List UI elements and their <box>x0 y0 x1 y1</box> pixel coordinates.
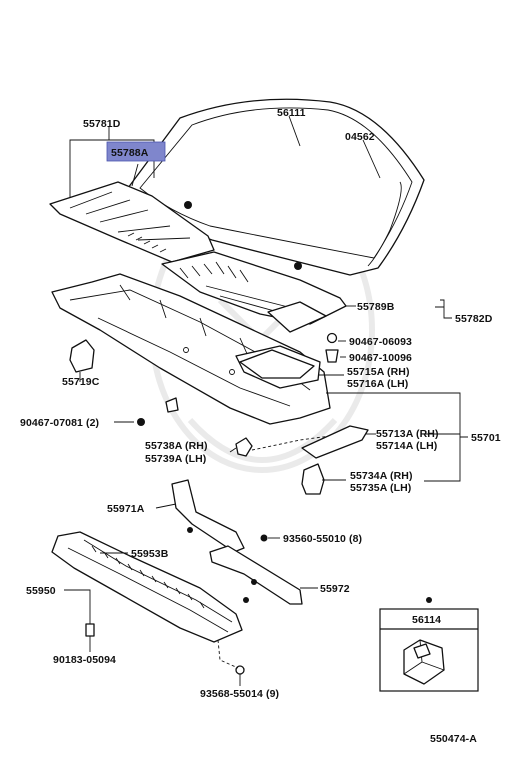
leader-lines <box>64 115 468 686</box>
label-55971A[interactable]: 55971A <box>107 503 145 515</box>
cowl-side-bracket[interactable] <box>239 349 315 379</box>
label-90467-10096[interactable]: 90467-10096 <box>349 352 412 364</box>
label-55714A[interactable]: 55714A (LH) <box>376 440 437 452</box>
label-55953B[interactable]: 55953B <box>131 548 169 560</box>
label-90183-05094[interactable]: 90183-05094 <box>53 654 116 666</box>
label-55701[interactable]: 55701 <box>471 432 501 444</box>
clip-56114-illustration[interactable] <box>403 639 445 685</box>
cowl-louver-left[interactable] <box>49 181 215 263</box>
windshield-weatherstrip[interactable] <box>367 181 402 267</box>
figure-number: 550474-A <box>430 733 477 745</box>
label-55716A[interactable]: 55716A (LH) <box>347 378 408 390</box>
label-55789B[interactable]: 55789B <box>357 301 395 313</box>
cowl-louver-right[interactable] <box>161 251 347 333</box>
label-56111[interactable]: 56111 <box>277 107 306 119</box>
label-90467-07081[interactable]: 90467-07081 (2) <box>20 417 99 429</box>
screw-93560-55010[interactable] <box>251 534 268 586</box>
label-55972[interactable]: 55972 <box>320 583 350 595</box>
clip-90467-10096[interactable] <box>325 349 339 363</box>
label-55788A[interactable]: 55788A <box>111 147 149 159</box>
label-55781D[interactable]: 55781D <box>83 118 121 130</box>
clip-90467-07081[interactable] <box>137 397 179 426</box>
label-04562[interactable]: 04562 <box>345 131 375 143</box>
highlight-55788A <box>106 141 166 162</box>
part-labels: 55781D 55788A 56111 04562 55789B 55782D … <box>20 107 501 745</box>
label-55739A[interactable]: 55739A (LH) <box>145 453 206 465</box>
label-56114[interactable]: 56114 <box>412 614 441 626</box>
label-55735A[interactable]: 55735A (LH) <box>350 482 411 494</box>
cowl-brace-55713A[interactable] <box>301 425 369 459</box>
label-55738A[interactable]: 55738A (RH) <box>145 440 208 452</box>
cowl-clip-55719C[interactable] <box>69 339 95 373</box>
clip-90183-05094[interactable] <box>85 623 95 637</box>
cowl-bracket-55734A[interactable] <box>301 463 325 495</box>
label-55713A[interactable]: 55713A (RH) <box>376 428 439 440</box>
cowl-front-bracket-55971A[interactable] <box>171 479 245 553</box>
label-93568-55014[interactable]: 93568-55014 (9) <box>200 688 279 700</box>
label-93560-55010[interactable]: 93560-55010 (8) <box>283 533 362 545</box>
label-90467-06093[interactable]: 90467-06093 <box>349 336 412 348</box>
label-55782D[interactable]: 55782D <box>455 313 493 325</box>
label-55719C[interactable]: 55719C <box>62 376 100 388</box>
cowl-bracket-55972[interactable] <box>209 545 303 605</box>
cowl-clip-55738A[interactable] <box>235 437 253 457</box>
label-55715A[interactable]: 55715A (RH) <box>347 366 410 378</box>
label-55950[interactable]: 55950 <box>26 585 56 597</box>
clip-90467-06093[interactable] <box>326 332 338 344</box>
detail-box-56114 <box>379 597 479 692</box>
label-55734A[interactable]: 55734A (RH) <box>350 470 413 482</box>
